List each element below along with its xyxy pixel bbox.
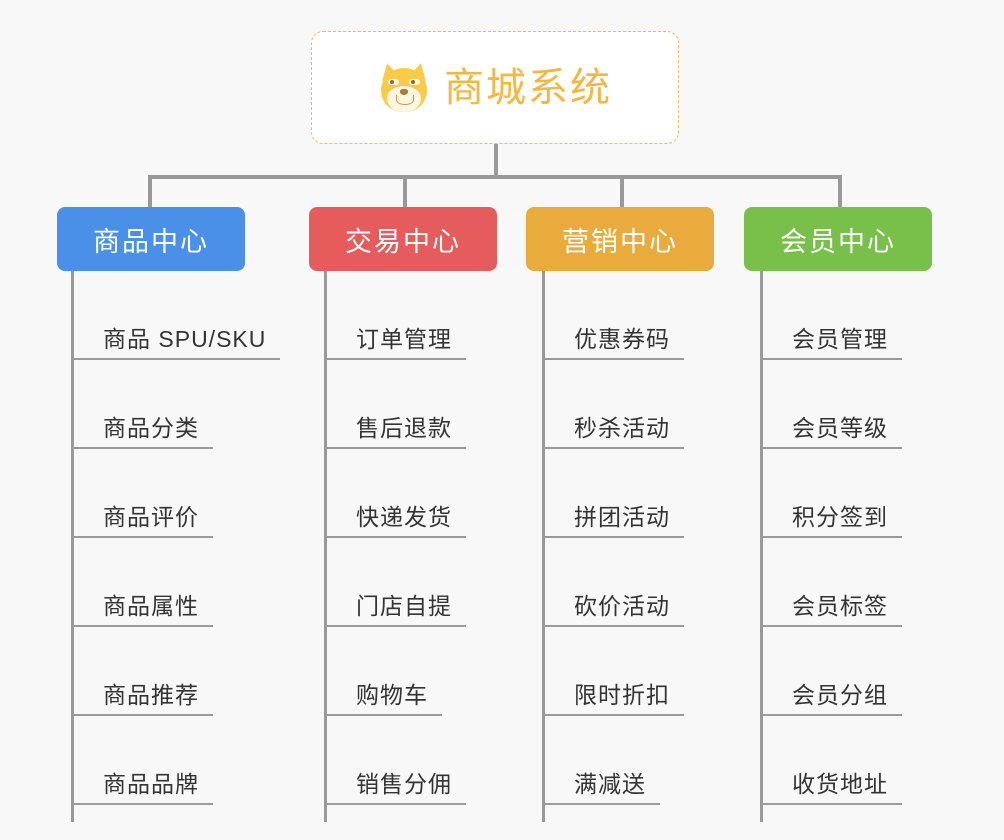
leaf-item[interactable]: 商品分类 (71, 360, 213, 449)
connector-branch-2 (403, 175, 407, 209)
leaf-label: 售后退款 (356, 415, 452, 442)
leaf-item[interactable]: 满减送 (542, 716, 660, 805)
column-spine (71, 271, 74, 822)
column-spine (542, 271, 545, 822)
leaf-label: 购物车 (356, 682, 428, 709)
leaf-item[interactable]: 砍价活动 (542, 538, 684, 627)
leaf-label: 优惠券码 (574, 326, 670, 353)
leaf-label: 会员标签 (792, 593, 888, 620)
leaf-item[interactable]: 积分签到 (760, 449, 902, 538)
leaf-label: 商品评价 (103, 504, 199, 531)
leaf-item[interactable]: 商品属性 (71, 538, 213, 627)
leaf-item[interactable]: 快递发货 (324, 449, 466, 538)
column-spine (324, 271, 327, 822)
leaf-item[interactable]: 会员管理 (760, 271, 902, 360)
leaf-item[interactable]: 门店自提 (324, 538, 466, 627)
connector-branch-1 (148, 175, 152, 209)
connector-root-stem (494, 144, 498, 177)
leaf-item[interactable]: 优惠券码 (542, 271, 684, 360)
category-label: 交易中心 (345, 226, 461, 257)
leaf-item[interactable]: 会员等级 (760, 360, 902, 449)
connector-branch-3 (620, 175, 624, 209)
category-box-member-center[interactable]: 会员中心 (744, 207, 932, 271)
leaf-item[interactable]: 会员标签 (760, 538, 902, 627)
leaf-label: 商品推荐 (103, 682, 199, 709)
leaf-label: 订单管理 (356, 326, 452, 353)
leaf-label: 门店自提 (356, 593, 452, 620)
leaf-label: 商品分类 (103, 415, 199, 442)
shiba-dog-face-icon (378, 60, 430, 114)
leaf-item[interactable]: 商品推荐 (71, 627, 213, 716)
leaf-item[interactable]: 售后退款 (324, 360, 466, 449)
connector-horizontal-bus (148, 175, 842, 179)
leaf-label: 快递发货 (356, 504, 452, 531)
category-box-product-center[interactable]: 商品中心 (57, 207, 245, 271)
leaf-label: 会员分组 (792, 682, 888, 709)
leaf-item[interactable]: 商品 SPU/SKU (71, 271, 281, 360)
root-node-title: 商城系统 (444, 65, 612, 110)
connector-branch-4 (838, 175, 842, 209)
leaf-label: 会员管理 (792, 326, 888, 353)
leaf-label: 积分签到 (792, 504, 888, 531)
leaf-label: 砍价活动 (574, 593, 670, 620)
category-box-marketing-center[interactable]: 营销中心 (526, 207, 714, 271)
leaf-label: 收货地址 (792, 771, 888, 798)
leaf-item[interactable]: 秒杀活动 (542, 360, 684, 449)
column-spine (760, 271, 763, 822)
leaf-item[interactable]: 限时折扣 (542, 627, 684, 716)
leaf-label: 限时折扣 (574, 682, 670, 709)
leaf-item[interactable]: 订单管理 (324, 271, 466, 360)
leaf-label: 商品属性 (103, 593, 199, 620)
leaf-item[interactable]: 商品评价 (71, 449, 213, 538)
leaf-item[interactable]: 销售分佣 (324, 716, 466, 805)
category-label: 营销中心 (562, 226, 678, 257)
root-node-mall-system[interactable]: 商城系统 (311, 31, 679, 144)
leaf-label: 销售分佣 (356, 771, 452, 798)
leaf-item[interactable]: 收货地址 (760, 716, 902, 805)
leaf-label: 拼团活动 (574, 504, 670, 531)
leaf-label: 会员等级 (792, 415, 888, 442)
category-box-trade-center[interactable]: 交易中心 (309, 207, 497, 271)
leaf-label: 满减送 (574, 771, 646, 798)
leaf-item[interactable]: 会员分组 (760, 627, 902, 716)
leaf-item[interactable]: 购物车 (324, 627, 442, 716)
category-label: 商品中心 (93, 226, 209, 257)
category-label: 会员中心 (780, 226, 896, 257)
leaf-item[interactable]: 商品品牌 (71, 716, 213, 805)
leaf-label: 商品 SPU/SKU (103, 326, 267, 353)
leaf-item[interactable]: 拼团活动 (542, 449, 684, 538)
leaf-label: 秒杀活动 (574, 415, 670, 442)
leaf-label: 商品品牌 (103, 771, 199, 798)
